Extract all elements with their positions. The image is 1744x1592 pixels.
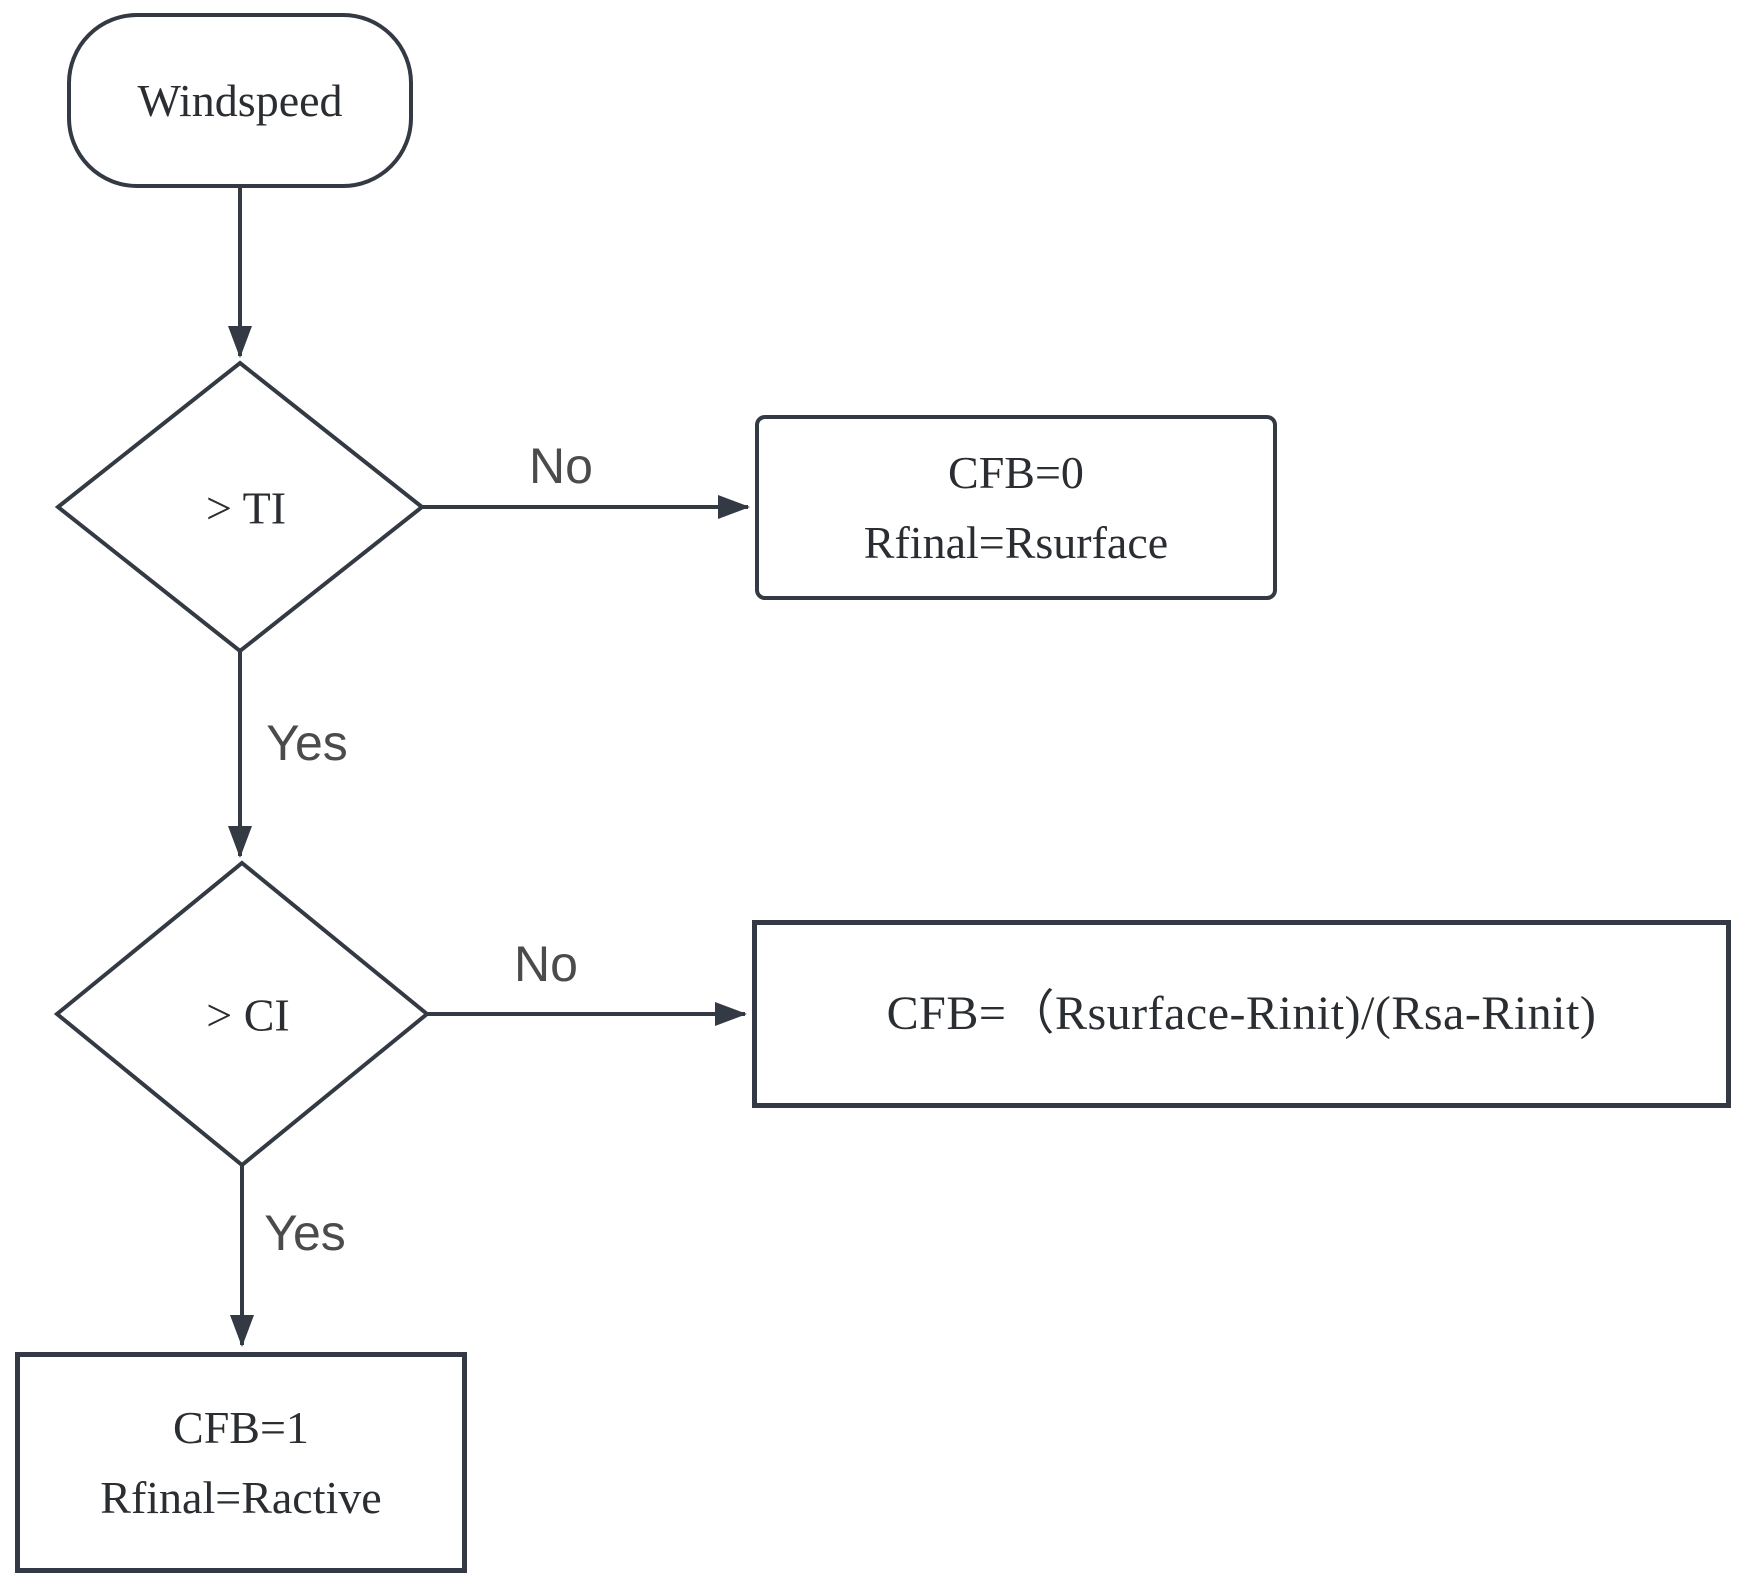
edge-label-ti-yes: Yes xyxy=(266,715,348,771)
formula-line: CFB=（Rsurface-Rinit)/(Rsa-Rinit) xyxy=(886,986,1597,1040)
start-node-label: Windspeed xyxy=(137,74,343,126)
formula-node: CFB=（Rsurface-Rinit)/(Rsa-Rinit) xyxy=(752,920,1731,1108)
edge-label-ci-no: No xyxy=(514,936,578,992)
decision-ci-label: > CI xyxy=(206,989,290,1041)
cfb0-line-2: Rfinal=Rsurface xyxy=(863,516,1169,568)
edge-label-ci-yes: Yes xyxy=(264,1205,346,1261)
cfb0-node: CFB=0 Rfinal=Rsurface xyxy=(755,415,1277,600)
cfb0-line-1: CFB=0 xyxy=(948,446,1084,498)
cfb1-line-1: CFB=1 xyxy=(173,1401,309,1453)
start-node: Windspeed xyxy=(67,13,413,188)
edge-label-ti-no: No xyxy=(529,438,593,494)
cfb1-line-2: Rfinal=Ractive xyxy=(100,1471,382,1523)
cfb1-node: CFB=1 Rfinal=Ractive xyxy=(15,1352,467,1573)
decision-ti-label: > TI xyxy=(205,482,287,534)
